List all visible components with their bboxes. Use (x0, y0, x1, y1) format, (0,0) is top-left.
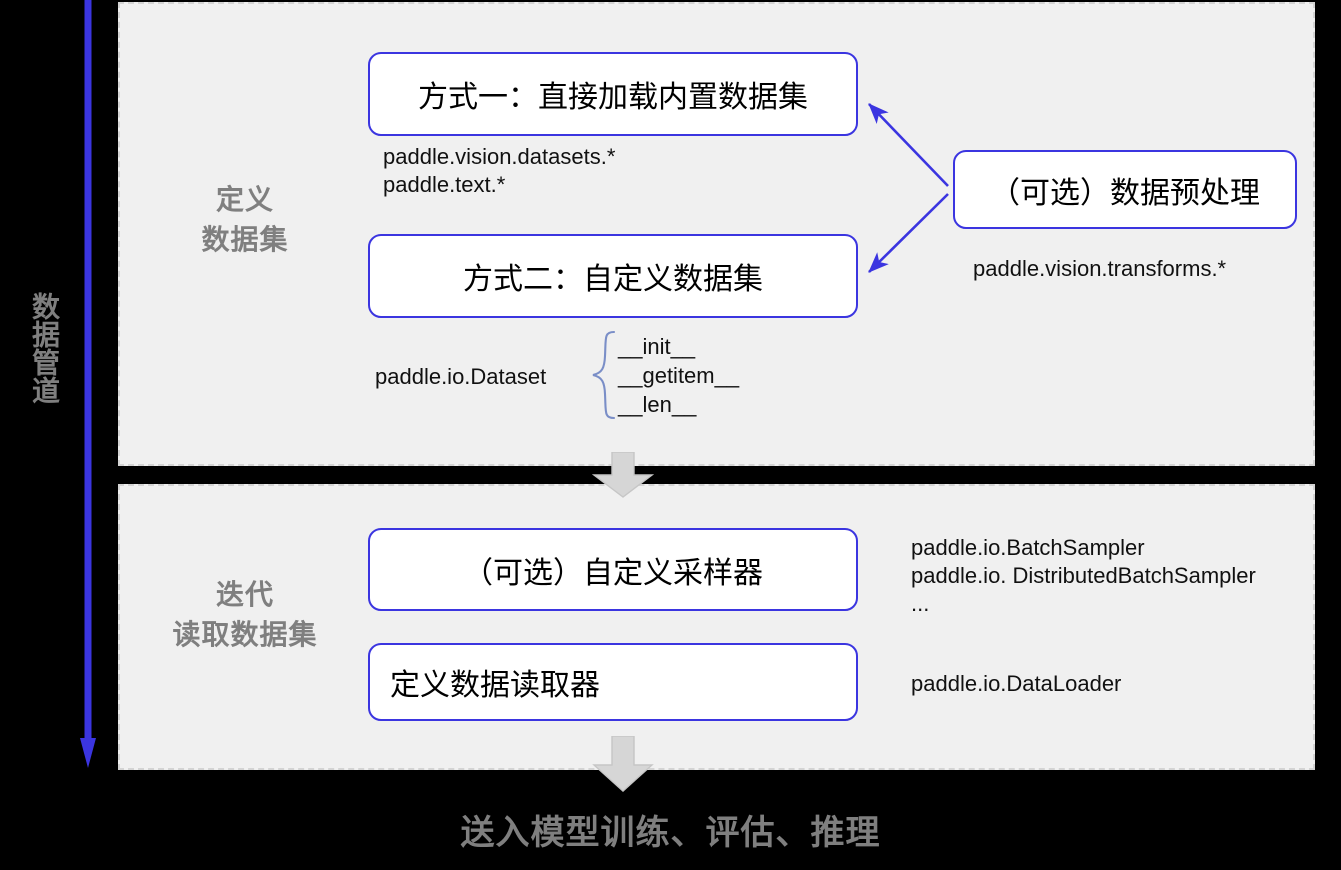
node-builtin-dataset[interactable]: 方式一：直接加载内置数据集 (368, 52, 858, 136)
flow-down-arrow-mid-icon (592, 452, 654, 498)
pipeline-down-arrow-icon (80, 0, 96, 768)
pipeline-vertical-label: 数据管道 (29, 292, 60, 404)
section-label-define-dataset: 定义 数据集 (201, 184, 289, 255)
node-data-loader[interactable]: 定义数据读取器 (368, 643, 858, 721)
api-label-builtin-dataset: paddle.vision.datasets.* paddle.text.* (383, 144, 616, 197)
curly-brace-icon (592, 330, 616, 420)
section-label-iterate-dataset: 迭代 读取数据集 (172, 579, 318, 650)
api-label-dataloader: paddle.io.DataLoader (911, 671, 1122, 696)
node-data-preprocess[interactable]: （可选）数据预处理 (953, 150, 1297, 229)
api-label-custom-dataset: paddle.io.Dataset (375, 364, 547, 389)
api-label-transforms: paddle.vision.transforms.* (973, 256, 1227, 281)
node-custom-sampler[interactable]: （可选）自定义采样器 (368, 528, 858, 611)
api-label-batch-samplers: paddle.io.BatchSampler paddle.io. Distri… (911, 535, 1256, 616)
flow-down-arrow-bottom-icon (592, 736, 654, 792)
footer-label: 送入模型训练、评估、推理 (460, 814, 881, 852)
node-custom-dataset[interactable]: 方式二：自定义数据集 (368, 234, 858, 318)
api-label-dataset-methods: __init__ __getitem__ __len__ (618, 334, 740, 417)
